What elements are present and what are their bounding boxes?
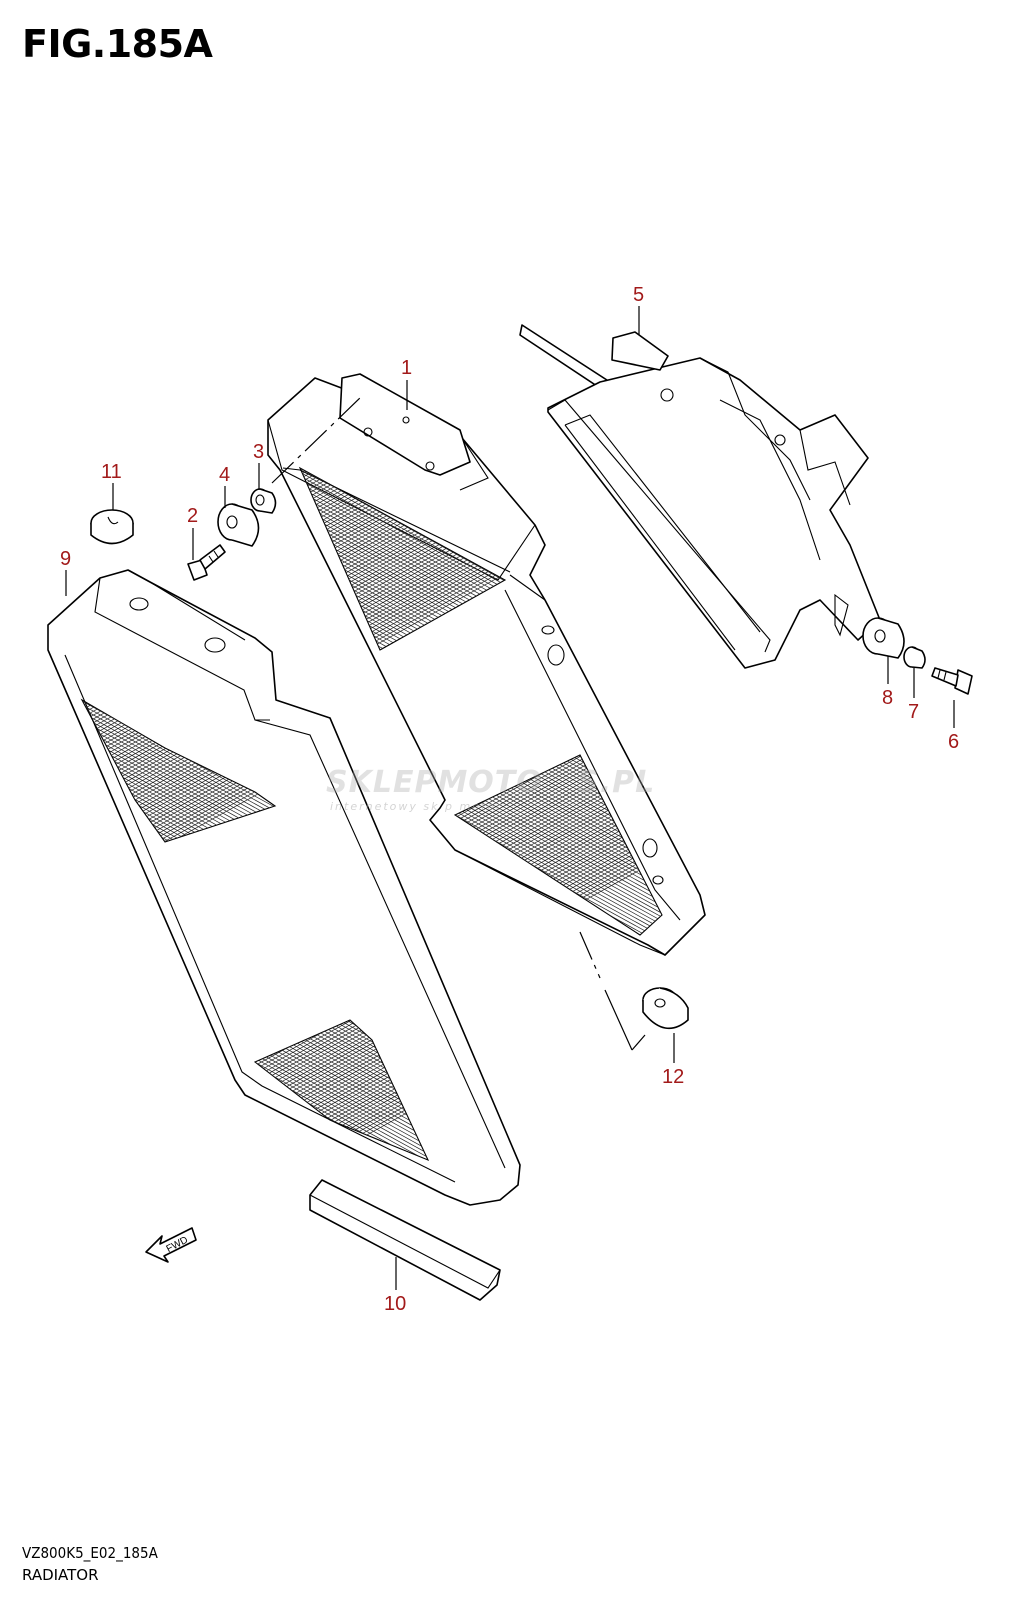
- callout-12: 12: [662, 1066, 684, 1088]
- callout-6: 6: [948, 731, 959, 753]
- bolt-2: [187, 544, 226, 581]
- fan-shroud: [519, 324, 881, 669]
- model-code: VZ800K5_E02_185A: [22, 1544, 158, 1562]
- callout-1: 1: [401, 357, 412, 379]
- fwd-arrow: FWD: [145, 1227, 197, 1263]
- leader-lines: [65, 306, 955, 1290]
- grommet-8: [862, 617, 905, 659]
- callout-11: 11: [101, 461, 122, 483]
- grommet-12: [642, 987, 689, 1030]
- callout-9: 9: [60, 548, 71, 570]
- figure-title: FIG.185A: [22, 22, 213, 66]
- callout-3: 3: [253, 441, 264, 463]
- collar-7: [903, 646, 926, 669]
- section-name: RADIATOR: [22, 1566, 99, 1584]
- cap-11: [90, 509, 134, 545]
- callout-8: 8: [882, 687, 893, 709]
- strip-10: [309, 1179, 501, 1301]
- bolt-6: [931, 667, 973, 695]
- callout-4: 4: [219, 464, 230, 486]
- watermark: SKLEPMOTO S.PL: [326, 765, 656, 800]
- watermark-subtext: internetowy sk p motoc: [330, 800, 505, 813]
- callouts: 1 2 3 4 5 6 7 8 9 10 11 12: [60, 284, 959, 1315]
- fwd-arrow-label: FWD: [165, 1235, 190, 1255]
- callout-2: 2: [187, 505, 198, 527]
- callout-5: 5: [633, 284, 644, 306]
- grommet-4: [217, 503, 260, 547]
- callout-10: 10: [384, 1293, 406, 1315]
- radiator-cover: [47, 569, 521, 1206]
- callout-7: 7: [908, 701, 919, 723]
- collar-3: [250, 488, 277, 514]
